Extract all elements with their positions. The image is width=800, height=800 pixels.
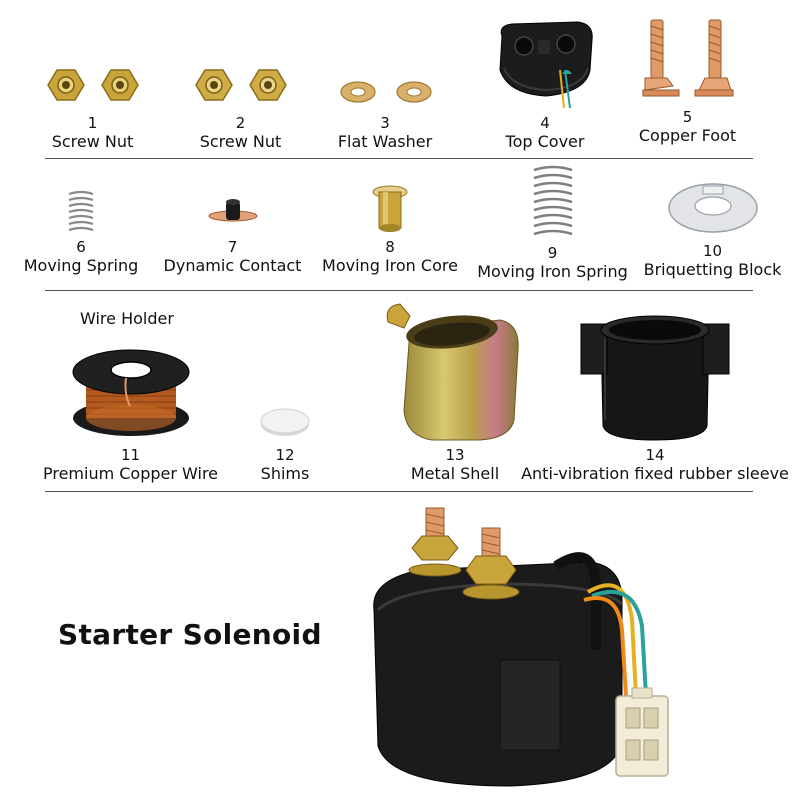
part-14: 14 Anti-vibration fixed rubber sleeve — [515, 306, 795, 484]
contact-disc-icon — [208, 199, 257, 222]
part-number: 10 — [702, 242, 723, 260]
part-label: Briquetting Block — [643, 260, 782, 279]
rubber-sleeve-icon — [580, 315, 730, 441]
part-11: 11 Premium Copper Wire — [38, 332, 223, 484]
top-cover-icon — [499, 21, 593, 109]
part-2: 2 Screw Nut — [188, 52, 293, 152]
hex-nut-pair-icon — [47, 69, 139, 101]
part-number: 8 — [385, 238, 395, 256]
part-label: Anti-vibration fixed rubber sleeve — [521, 464, 789, 483]
part-7: 7 Dynamic Contact — [160, 176, 305, 276]
white-shim-icon — [260, 408, 310, 436]
part-13: 13 Metal Shell — [375, 298, 535, 484]
part-label: Moving Iron Spring — [477, 262, 628, 281]
starter-solenoid-icon — [373, 507, 669, 787]
part-1: 1 Screw Nut — [40, 52, 145, 152]
row-divider — [45, 491, 753, 492]
copper-terminal-pair-icon — [642, 19, 733, 97]
part-9: 9 Moving Iron Spring — [475, 160, 630, 282]
part-number: 4 — [540, 114, 550, 132]
part-label: Moving Spring — [23, 256, 139, 275]
part-label: Dynamic Contact — [163, 256, 302, 275]
part-label: Top Cover — [505, 132, 585, 151]
part-label: Flat Washer — [337, 132, 433, 151]
part-label: Premium Copper Wire — [42, 464, 219, 483]
part-label: Screw Nut — [51, 132, 134, 151]
row-divider — [45, 290, 753, 291]
part-3: 3 Flat Washer — [330, 52, 440, 152]
iron-core-plunger-icon — [372, 185, 408, 232]
hex-nut-pair-icon — [195, 69, 287, 101]
part-number: 7 — [227, 238, 238, 256]
wire-holder-label: Wire Holder — [80, 309, 174, 328]
part-4: 4 Top Cover — [485, 14, 605, 152]
part-label: Screw Nut — [199, 132, 282, 151]
part-label: Shims — [260, 464, 310, 483]
copper-coil-spool-icon — [72, 349, 189, 436]
part-label: Moving Iron Core — [322, 256, 458, 275]
lock-washer-icon — [667, 183, 758, 233]
metal-shell-icon — [386, 303, 519, 441]
small-spring-icon — [68, 190, 94, 232]
part-5: 5 Copper Foot — [630, 14, 745, 146]
part-number: 3 — [380, 114, 390, 132]
large-spring-icon — [533, 165, 572, 236]
part-8: 8 Moving Iron Core — [320, 176, 460, 276]
part-label: Copper Foot — [638, 126, 737, 145]
part-label: Metal Shell — [410, 464, 500, 483]
part-number: 6 — [76, 238, 86, 256]
flat-washer-pair-icon — [340, 81, 432, 103]
part-number: 14 — [645, 446, 665, 464]
part-number: 5 — [682, 108, 693, 126]
part-number: 13 — [445, 446, 465, 464]
part-12: 12 Shims — [240, 346, 330, 484]
part-number: 9 — [547, 244, 558, 262]
part-number: 2 — [235, 114, 246, 132]
part-number: 11 — [120, 446, 141, 464]
part-10: 10 Briquetting Block — [640, 170, 785, 280]
part-6: 6 Moving Spring — [22, 176, 140, 276]
part-number: 12 — [275, 446, 295, 464]
part-number: 1 — [87, 114, 98, 132]
row-divider — [45, 158, 753, 159]
product-title: Starter Solenoid — [58, 618, 322, 651]
